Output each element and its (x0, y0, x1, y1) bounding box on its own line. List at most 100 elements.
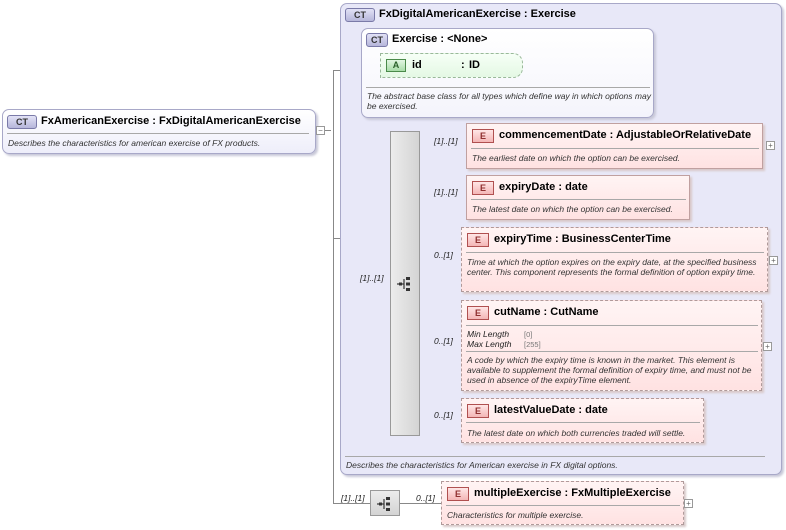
root-type: FxDigitalAmericanExercise (159, 115, 301, 127)
exercise-title: Exercise : <None> (392, 33, 487, 45)
ct-badge-icon: CT (366, 33, 388, 47)
expand-toggle[interactable]: + (766, 141, 775, 150)
element-type: BusinessCenterTime (561, 233, 671, 245)
element-badge-icon: E (467, 404, 489, 418)
sequence-compositor[interactable] (390, 131, 420, 436)
element-multiplicity: 0..[1] (416, 493, 435, 503)
exercise-separator (366, 87, 650, 88)
expand-toggle[interactable]: + (684, 499, 693, 508)
root-type-sep: : (152, 115, 160, 127)
element-cutName[interactable]: E cutName : CutName Min Length [0] Max L… (461, 300, 762, 391)
facet-label: Min Length (467, 329, 510, 339)
element-badge-icon: E (472, 181, 494, 195)
root-name: FxAmericanExercise (41, 115, 150, 127)
element-name: multipleExercise (474, 487, 562, 499)
element-separator (466, 325, 758, 326)
element-description: The earliest date on which the option ca… (472, 153, 680, 163)
attribute-badge-icon: A (386, 59, 406, 72)
exercise-type: <None> (447, 33, 488, 45)
digital-type-sep: : (523, 8, 531, 20)
element-expiryDate[interactable]: E expiryDate : date The latest date on w… (466, 175, 690, 220)
element-type-sep: : (558, 181, 566, 193)
element-name: expiryTime (494, 233, 552, 245)
element-separator (466, 351, 758, 352)
element-type: FxMultipleExercise (571, 487, 671, 499)
connector-to-outer-seq (333, 503, 371, 504)
ct-badge-icon: CT (7, 115, 37, 129)
digital-separator (345, 456, 765, 457)
element-separator (466, 252, 764, 253)
element-expiryTime[interactable]: E expiryTime : BusinessCenterTime Time a… (461, 227, 768, 292)
expand-toggle[interactable]: + (769, 256, 778, 265)
element-badge-icon: E (467, 233, 489, 247)
element-title: latestValueDate : date (494, 404, 608, 416)
exercise-description: The abstract base class for all types wh… (367, 91, 651, 111)
element-multipleExercise[interactable]: E multipleExercise : FxMultipleExercise … (441, 481, 684, 525)
element-badge-icon: E (472, 129, 494, 143)
attribute-id[interactable]: A id : ID (380, 53, 523, 78)
element-multiplicity: [1]..[1] (434, 187, 458, 197)
expand-toggle[interactable]: + (763, 342, 772, 351)
element-type: CutName (550, 306, 599, 318)
element-type-sep: : (564, 487, 572, 499)
element-name: expiryDate (499, 181, 556, 193)
element-badge-icon: E (447, 487, 469, 501)
facet-value: [255] (524, 340, 541, 349)
element-description: The latest date on which both currencies… (467, 428, 686, 438)
element-title: expiryDate : date (499, 181, 588, 193)
element-multiplicity: 0..[1] (434, 250, 453, 260)
root-title: FxAmericanExercise : FxDigitalAmericanEx… (41, 115, 301, 127)
root-description: Describes the characteristics for americ… (8, 138, 261, 148)
digital-description: Describes the characteristics for Americ… (346, 460, 618, 470)
element-description: The latest date on which the option can … (472, 204, 673, 214)
element-separator (471, 199, 686, 200)
element-type-sep: : (543, 306, 551, 318)
element-type: date (585, 404, 608, 416)
element-name: latestValueDate (494, 404, 576, 416)
ct-badge-icon: CT (345, 8, 375, 22)
sequence-multiplicity: [1]..[1] (360, 273, 384, 283)
element-name: commencementDate (499, 129, 607, 141)
attribute-type-sep: : (461, 59, 465, 71)
element-type: AdjustableOrRelativeDate (615, 129, 752, 141)
element-latestValueDate[interactable]: E latestValueDate : date The latest date… (461, 398, 704, 443)
element-separator (466, 422, 700, 423)
element-commencementDate[interactable]: E commencementDate : AdjustableOrRelativ… (466, 123, 763, 169)
element-title: cutName : CutName (494, 306, 599, 318)
element-description: A code by which the expiry time is known… (467, 355, 752, 385)
exercise-type-sep: : (440, 33, 448, 45)
digital-title: FxDigitalAmericanExercise : Exercise (379, 8, 576, 20)
element-title: expiryTime : BusinessCenterTime (494, 233, 671, 245)
connector-outer-to-elem (399, 503, 441, 504)
element-description: Characteristics for multiple exercise. (447, 510, 584, 520)
element-type-sep: : (609, 129, 616, 141)
root-complex-type[interactable]: CT FxAmericanExercise : FxDigitalAmerica… (2, 109, 316, 154)
digital-name: FxDigitalAmericanExercise (379, 8, 521, 20)
connector-root-spine (333, 70, 334, 504)
attribute-name: id (412, 59, 422, 71)
element-type-sep: : (554, 233, 562, 245)
sequence-icon (377, 497, 390, 511)
element-multiplicity: 0..[1] (434, 410, 453, 420)
sequence-icon (397, 277, 410, 291)
element-title: commencementDate : AdjustableOrRelativeD… (499, 129, 751, 141)
root-separator (7, 133, 309, 134)
element-description: Time at which the option expires on the … (467, 257, 757, 277)
facet-label: Max Length (467, 339, 512, 349)
element-multiplicity: 0..[1] (434, 336, 453, 346)
element-type: date (565, 181, 588, 193)
element-name: cutName (494, 306, 541, 318)
outer-sequence-multiplicity: [1]..[1] (341, 493, 365, 503)
element-type-sep: : (578, 404, 586, 416)
element-separator (471, 148, 759, 149)
facet-value: [0] (524, 330, 533, 339)
element-multiplicity: [1]..[1] (434, 136, 458, 146)
exercise-name: Exercise (392, 33, 438, 45)
outer-sequence-compositor[interactable] (370, 490, 400, 516)
attribute-type: ID (469, 59, 480, 71)
digital-type: Exercise (530, 8, 576, 20)
element-title: multipleExercise : FxMultipleExercise (474, 487, 671, 499)
element-separator (446, 505, 680, 506)
root-collapse-toggle[interactable]: − (316, 126, 325, 135)
element-badge-icon: E (467, 306, 489, 320)
